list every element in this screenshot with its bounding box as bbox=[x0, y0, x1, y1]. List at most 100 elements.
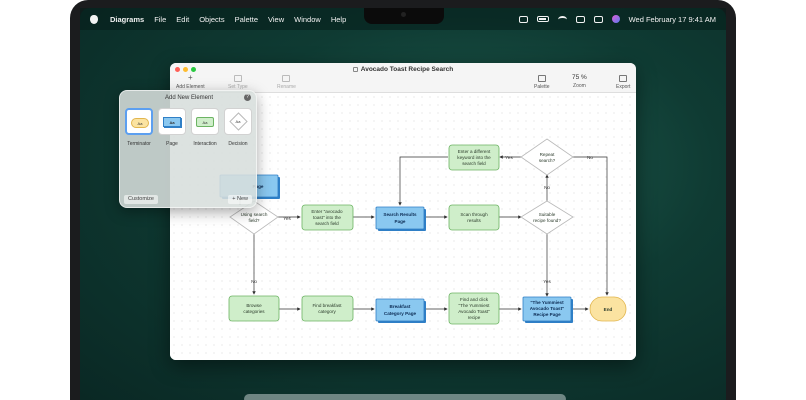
status-area: Wed February 17 9:41 AM bbox=[518, 8, 716, 30]
window-title-text: Avocado Toast Recipe Search bbox=[360, 66, 454, 73]
node-repeat-search-decision[interactable]: Repeat search? bbox=[520, 138, 574, 176]
node-partial-page-label: Page bbox=[253, 184, 264, 189]
element-label: Terminator bbox=[127, 141, 151, 147]
node-browse-categories[interactable]: Browse categories bbox=[228, 295, 280, 322]
set-type-button[interactable]: Set Type bbox=[228, 75, 248, 90]
node-end-label: End bbox=[604, 307, 613, 312]
control-center-icon[interactable] bbox=[593, 15, 603, 23]
export-label: Export bbox=[616, 84, 631, 90]
node-label-line: Avocado Toast" bbox=[458, 309, 490, 314]
menu-view[interactable]: View bbox=[268, 14, 285, 24]
node-label-line: Browse bbox=[246, 303, 262, 308]
menu-palette[interactable]: Palette bbox=[234, 14, 259, 24]
diagrams-status-icon[interactable] bbox=[518, 15, 528, 23]
element-terminator[interactable]: Aa Terminator bbox=[125, 108, 153, 147]
popover-footer: Customize + New bbox=[120, 193, 256, 207]
element-label: Page bbox=[166, 141, 178, 147]
plus-icon: + bbox=[187, 73, 193, 82]
element-tile[interactable]: Aa bbox=[224, 108, 252, 135]
node-label-line: Enter "avocado bbox=[311, 209, 343, 214]
element-interaction[interactable]: Aa Interaction bbox=[191, 108, 219, 147]
set-type-label: Set Type bbox=[228, 84, 248, 90]
siri-icon[interactable] bbox=[611, 15, 620, 23]
element-page[interactable]: Aa Page bbox=[158, 108, 186, 147]
node-find-breakfast-category[interactable]: Find breakfast category bbox=[301, 295, 354, 322]
node-label-line: field? bbox=[249, 218, 260, 223]
apple-menu-icon[interactable] bbox=[90, 14, 98, 24]
node-enter-avocado[interactable]: Enter "avocado toast" into the search fi… bbox=[301, 204, 354, 231]
customize-button[interactable]: Customize bbox=[124, 195, 158, 204]
edge-label-yes: Yes bbox=[505, 155, 513, 160]
edge-repeat-no-to-end bbox=[573, 156, 609, 296]
menu-edit[interactable]: Edit bbox=[176, 14, 190, 24]
document-icon bbox=[352, 67, 358, 72]
node-scan-results[interactable]: Scan through results bbox=[448, 204, 500, 231]
menu-file[interactable]: File bbox=[154, 14, 167, 24]
palette-button[interactable]: Palette bbox=[534, 75, 550, 90]
element-tile[interactable]: Aa bbox=[158, 108, 186, 135]
menu-window[interactable]: Window bbox=[294, 14, 321, 24]
rename-icon bbox=[282, 75, 291, 82]
window-toolbar: Avocado Toast Recipe Search + Add Element… bbox=[170, 63, 636, 93]
node-label-line: "The Yummiest bbox=[530, 300, 564, 305]
page-shape-icon: Aa bbox=[163, 117, 181, 127]
node-end-terminator[interactable]: End bbox=[589, 296, 627, 322]
dock[interactable] bbox=[244, 394, 566, 400]
node-find-and-click-recipe[interactable]: Find and click "The Yummiest Avocado Toa… bbox=[448, 292, 500, 325]
node-label-line: Find and click bbox=[460, 297, 489, 302]
node-enter-different-keyword[interactable]: Enter a different keyword into the searc… bbox=[448, 144, 500, 171]
add-element-label: Add Element bbox=[176, 84, 205, 90]
zoom-window-button[interactable] bbox=[191, 67, 196, 72]
help-icon[interactable]: ? bbox=[244, 94, 251, 101]
window-title: Avocado Toast Recipe Search bbox=[170, 66, 636, 73]
new-element-button[interactable]: + New bbox=[228, 195, 252, 204]
edge-label-yes: Yes bbox=[543, 279, 551, 284]
node-label-line: recipe found? bbox=[533, 218, 561, 223]
edge-label-no: No bbox=[251, 279, 257, 284]
menu-help[interactable]: Help bbox=[330, 14, 347, 24]
node-label-line: category bbox=[318, 309, 336, 314]
popover-title: Add New Element bbox=[164, 95, 214, 101]
add-element-popover: Add New Element ? Aa Terminator Aa Page … bbox=[119, 90, 257, 208]
palette-icon bbox=[537, 75, 546, 82]
node-breakfast-category-page[interactable]: Breakfast Category Page bbox=[375, 298, 426, 323]
node-label-line: Breakfast bbox=[390, 304, 411, 309]
node-using-search-decision[interactable]: Using search field? bbox=[229, 200, 279, 235]
node-label-line: Page bbox=[395, 219, 406, 224]
menu-app-name[interactable]: Diagrams bbox=[110, 14, 145, 24]
zoom-control[interactable]: 75 %Zoom bbox=[572, 74, 587, 89]
edge-label-no: No bbox=[544, 185, 550, 190]
wifi-icon[interactable] bbox=[557, 15, 567, 23]
node-label-line: Enter a different bbox=[458, 149, 491, 154]
element-decision[interactable]: Aa Decision bbox=[224, 108, 252, 147]
rename-button[interactable]: Rename bbox=[277, 75, 296, 90]
decision-glyph: Aa bbox=[235, 119, 241, 124]
minimize-button[interactable] bbox=[183, 67, 188, 72]
node-label-line: Recipe Page bbox=[533, 312, 561, 317]
node-label-line: Category Page bbox=[384, 311, 417, 316]
zoom-value[interactable]: 75 % bbox=[572, 74, 587, 81]
node-label-line: categories bbox=[243, 309, 265, 314]
edge-label-yes: Yes bbox=[283, 216, 291, 221]
share-icon bbox=[619, 75, 628, 82]
camera-notch bbox=[364, 8, 444, 24]
node-label-line: results bbox=[467, 218, 481, 223]
rename-label: Rename bbox=[277, 84, 296, 90]
add-element-button[interactable]: + Add Element bbox=[176, 73, 205, 91]
node-suitable-decision[interactable]: Suitable recipe found? bbox=[520, 200, 574, 235]
menu-objects[interactable]: Objects bbox=[199, 14, 225, 24]
element-tile[interactable]: Aa bbox=[191, 108, 219, 135]
node-label-line: Repeat bbox=[540, 152, 556, 157]
node-label-line: recipe bbox=[468, 315, 481, 320]
plus-icon: + bbox=[232, 196, 237, 202]
export-button[interactable]: Export bbox=[616, 75, 630, 90]
node-label-line: Using search bbox=[241, 212, 268, 217]
node-label-line: search field bbox=[315, 221, 339, 226]
node-search-results-page[interactable]: Search Results Page bbox=[375, 206, 426, 231]
close-button[interactable] bbox=[175, 67, 180, 72]
node-yummiest-recipe-page[interactable]: "The Yummiest Avocado Toast" Recipe Page bbox=[522, 296, 573, 323]
search-icon[interactable] bbox=[575, 15, 585, 23]
element-tile[interactable]: Aa bbox=[125, 108, 153, 135]
menu-datetime[interactable]: Wed February 17 9:41 AM bbox=[628, 14, 716, 24]
battery-icon[interactable] bbox=[536, 16, 549, 22]
